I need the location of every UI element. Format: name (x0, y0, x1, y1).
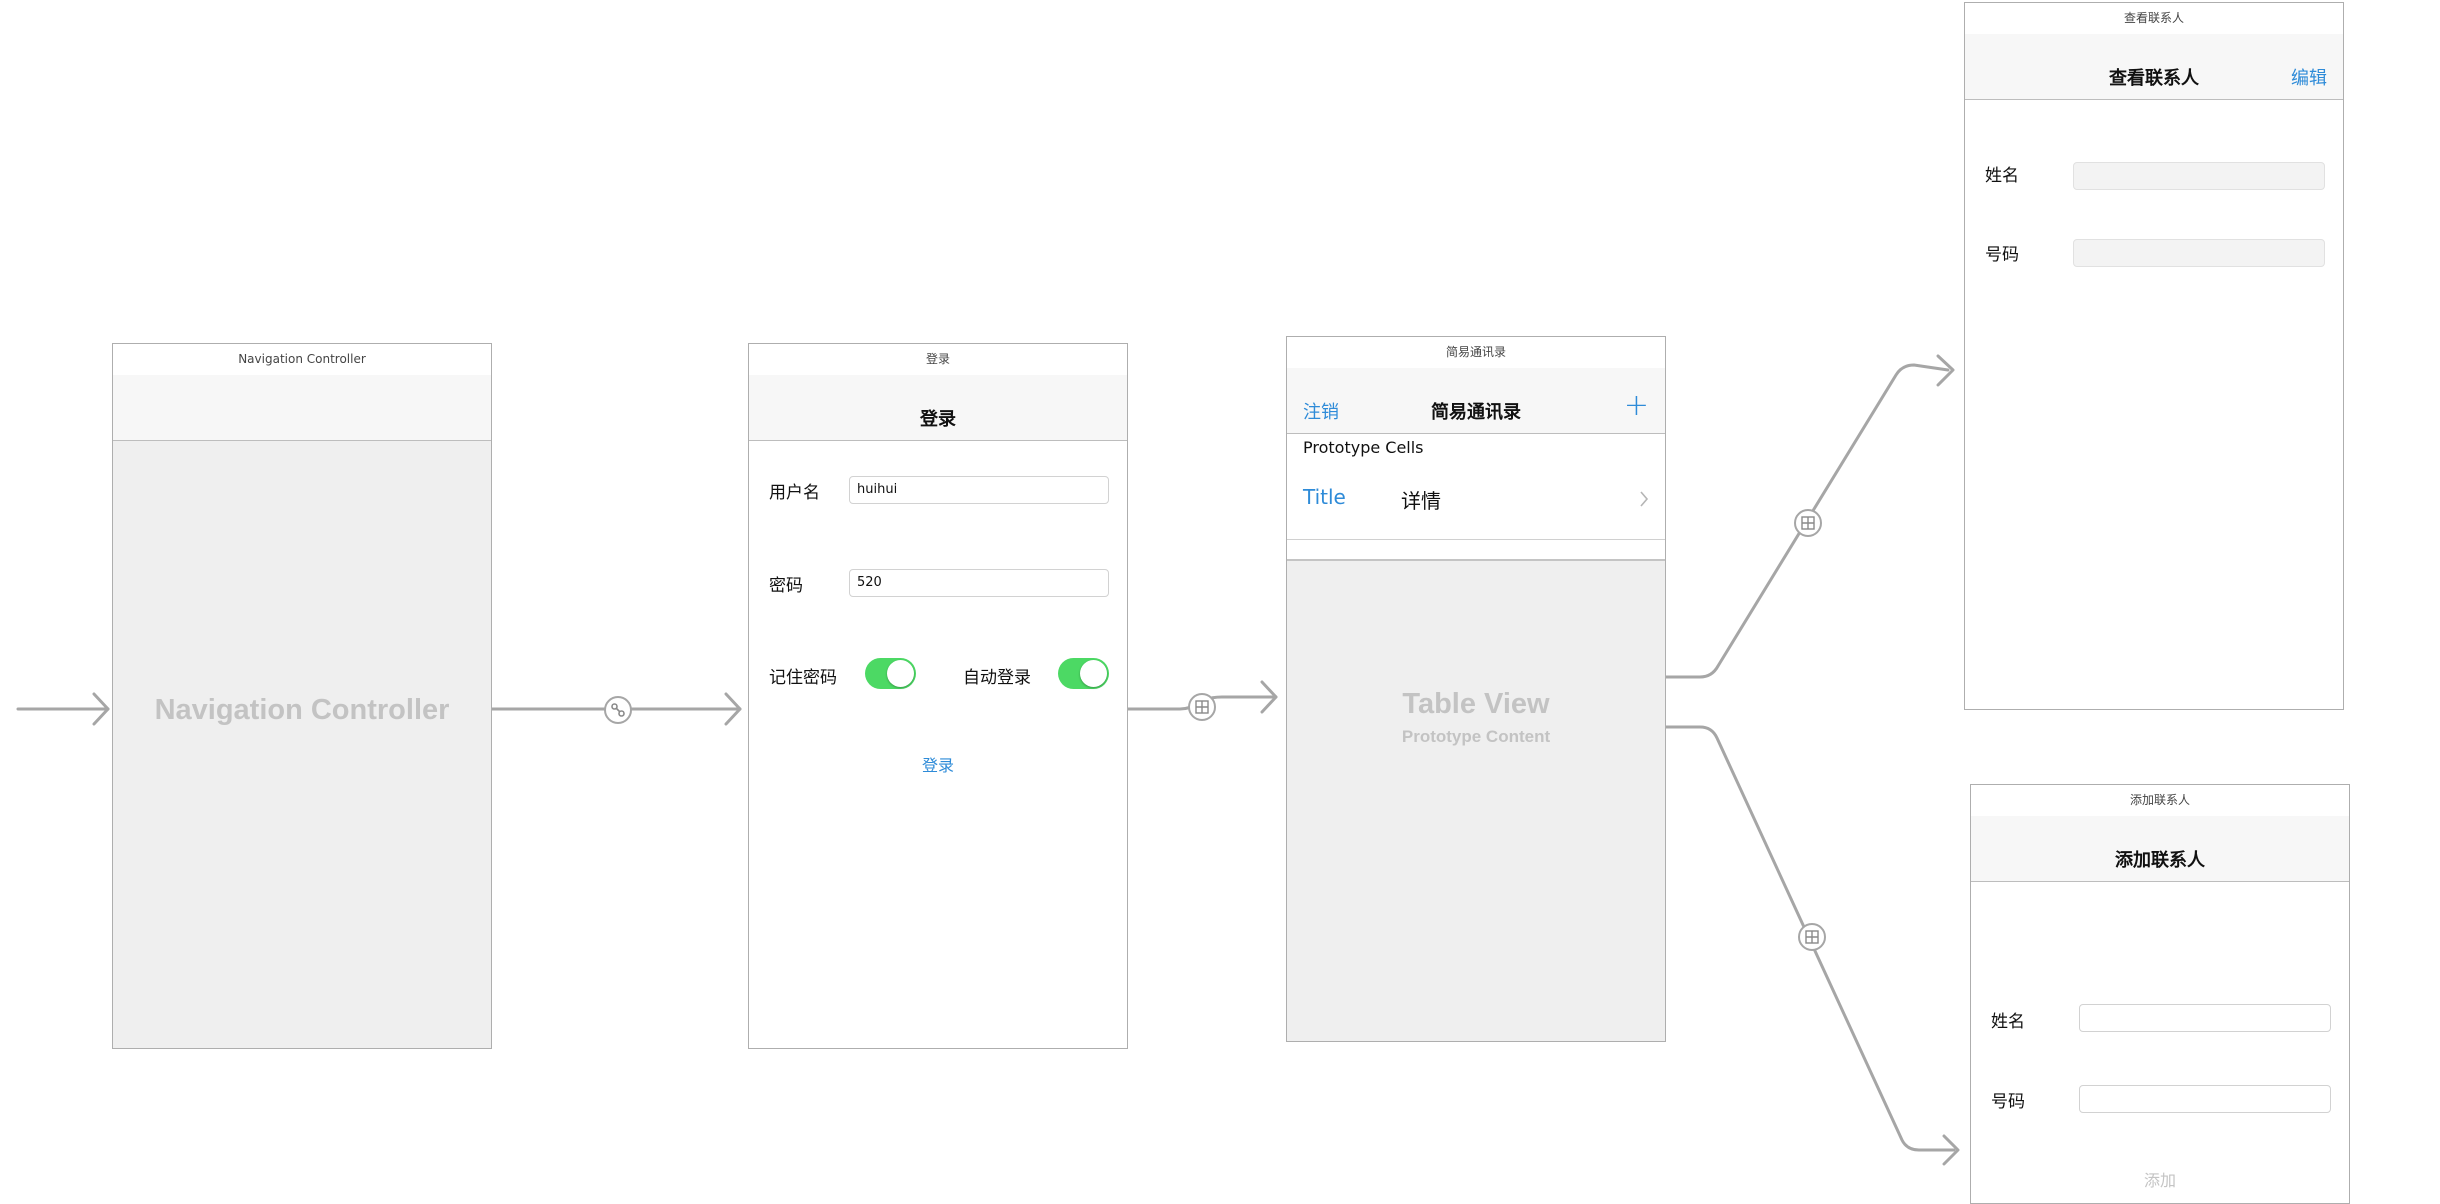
cell-title: Title (1303, 485, 1346, 509)
scene-header[interactable]: Navigation Controller (113, 344, 491, 376)
scene-navigation-controller[interactable]: Navigation Controller Navigation Control… (112, 343, 492, 1049)
show-segue-icon (1801, 516, 1815, 530)
login-button[interactable]: 登录 (921, 756, 954, 775)
show-segue-icon (1805, 930, 1819, 944)
scene-login[interactable]: 登录 登录 用户名 huihui 密码 520 记住密码 自动登录 登录 (748, 343, 1128, 1049)
phone-field[interactable] (2073, 239, 2325, 267)
prototype-cells-label: Prototype Cells (1303, 438, 1424, 457)
show-segue-icon (1195, 700, 1209, 714)
password-label: 密码 (769, 576, 803, 596)
link-icon (611, 703, 625, 717)
table-view-body (1287, 559, 1665, 1041)
username-label: 用户名 (769, 483, 820, 503)
controller-body (113, 441, 491, 1048)
cell-detail: 详情 (1401, 489, 1441, 513)
controller-placeholder: Navigation Controller (154, 694, 450, 726)
nav-title: 添加联系人 (2115, 850, 2205, 871)
scene-view-contact[interactable]: 查看联系人 查看联系人 编辑 姓名 号码 (1964, 2, 2344, 710)
segue-nav-login-head (724, 692, 742, 726)
username-field[interactable]: huihui (849, 476, 1109, 504)
auto-login-switch[interactable] (1058, 658, 1109, 689)
table-view-subtitle: Prototype Content (1401, 727, 1551, 746)
scene-header[interactable]: 简易通讯录 (1287, 337, 1665, 369)
name-label: 姓名 (1991, 1012, 2025, 1032)
scene-header[interactable]: 添加联系人 (1971, 785, 2349, 817)
navigation-bar: 登录 (749, 375, 1127, 441)
edit-button[interactable]: 编辑 (2291, 68, 2327, 89)
phone-field[interactable] (2079, 1085, 2331, 1113)
segue-contacts-view-head (1936, 354, 1955, 387)
relationship-segue-icon[interactable] (604, 696, 632, 724)
chevron-right-icon (1640, 491, 1649, 507)
navigation-bar: 添加联系人 (1971, 816, 2349, 882)
show-segue-icon-login[interactable] (1188, 693, 1216, 721)
table-view-placeholder: Table View (1402, 688, 1550, 720)
name-field[interactable] (2079, 1004, 2331, 1032)
name-field[interactable] (2073, 162, 2325, 190)
password-field[interactable]: 520 (849, 569, 1109, 597)
scene-header[interactable]: 查看联系人 (1965, 3, 2343, 35)
segue-login-contacts-head (1260, 680, 1278, 714)
name-label: 姓名 (1985, 166, 2019, 186)
remember-password-switch[interactable] (865, 658, 916, 689)
table-row[interactable]: Title 详情 (1287, 459, 1665, 540)
nav-title: 查看联系人 (2109, 68, 2199, 89)
navigation-bar: 查看联系人 编辑 (1965, 34, 2343, 100)
segue-contacts-add-head (1942, 1134, 1960, 1166)
navigation-bar: 注销 简易通讯录 + (1287, 368, 1665, 434)
show-segue-icon-add[interactable] (1798, 923, 1826, 951)
nav-title: 简易通讯录 (1431, 402, 1521, 423)
scene-header[interactable]: 登录 (749, 344, 1127, 376)
entry-arrow-head (92, 692, 110, 726)
scene-add-contact[interactable]: 添加联系人 添加联系人 姓名 号码 添加 (1970, 784, 2350, 1204)
add-button[interactable]: 添加 (2143, 1171, 2176, 1190)
nav-title: 登录 (920, 409, 956, 430)
phone-label: 号码 (1985, 245, 2019, 265)
navigation-bar (113, 375, 491, 441)
show-segue-icon-view[interactable] (1794, 509, 1822, 537)
scene-contacts[interactable]: 简易通讯录 注销 简易通讯录 + Prototype Cells Title 详… (1286, 336, 1666, 1042)
logout-button[interactable]: 注销 (1303, 402, 1339, 423)
remember-password-label: 记住密码 (769, 668, 837, 688)
phone-label: 号码 (1991, 1092, 2025, 1112)
auto-login-label: 自动登录 (963, 668, 1031, 688)
add-contact-button[interactable]: + (1623, 388, 1649, 423)
